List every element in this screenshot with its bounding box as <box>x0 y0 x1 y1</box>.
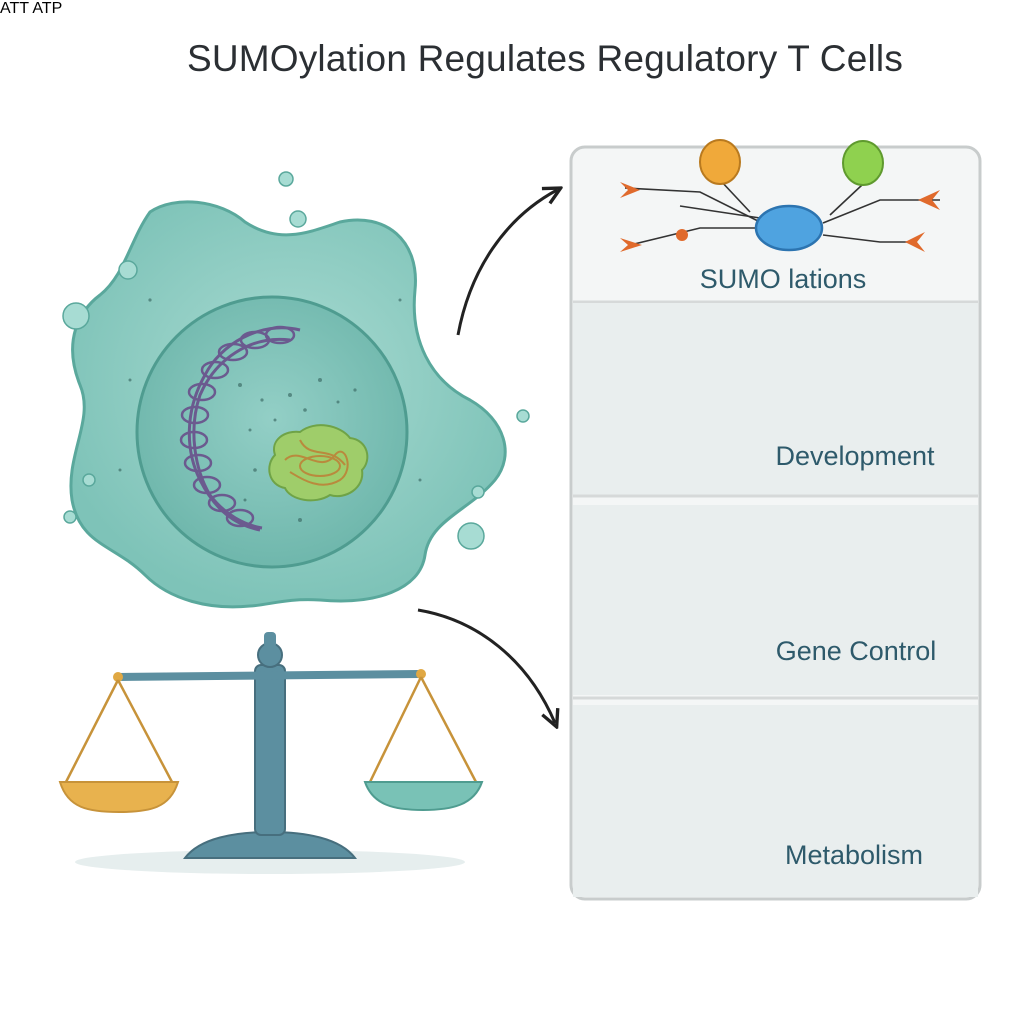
panel-label-metabolism: Metabolism <box>784 840 924 870</box>
atp-label: ATP <box>32 0 63 17</box>
arrow-to-sumo-panel <box>456 190 557 336</box>
panel-label-sumo: SUMO lations <box>699 264 867 294</box>
nucleus <box>135 295 409 569</box>
panel-label-development: Development <box>775 441 935 471</box>
diagram-title: SUMOylation Regulates Regulatory T Cells <box>186 38 904 79</box>
att-label: ATT <box>0 0 29 17</box>
sumo-network-icon <box>620 139 940 252</box>
arrow-to-metabolism-panel <box>417 608 555 723</box>
vesicles <box>62 171 530 550</box>
regulatory-t-cell <box>62 171 530 609</box>
nucleus-speckles <box>118 298 422 522</box>
protein-complex-icon <box>268 424 369 502</box>
balance-scale-icon <box>58 632 484 874</box>
dna-helix-icon <box>179 325 301 532</box>
panel-label-gene-control: Gene Control <box>775 636 937 666</box>
